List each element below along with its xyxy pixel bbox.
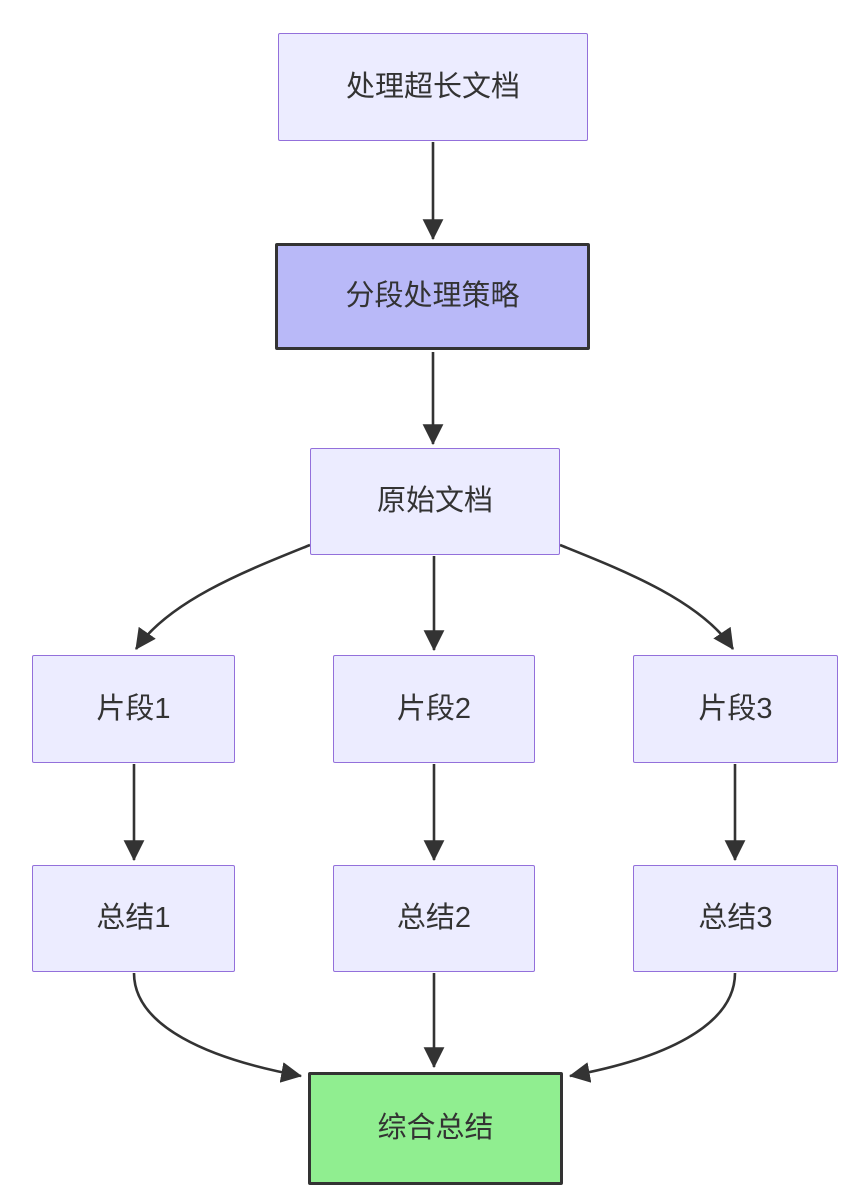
edge-original-seg1	[134, 543, 311, 650]
edge-sum1-final	[132, 972, 303, 1083]
node-long-document: 处理超长文档	[278, 33, 588, 141]
node-segment-3: 片段3	[633, 655, 838, 763]
node-summary-2: 总结2	[333, 865, 535, 972]
node-original-doc: 原始文档	[310, 448, 560, 555]
node-summary-3: 总结3	[633, 865, 838, 972]
node-summary-1: 总结1	[32, 865, 235, 972]
node-segment-1: 片段1	[32, 655, 235, 763]
node-final-summary: 综合总结	[308, 1072, 563, 1185]
edge-sum3-final	[568, 972, 737, 1083]
node-segment-strategy: 分段处理策略	[275, 243, 590, 350]
node-segment-2: 片段2	[333, 655, 535, 763]
edge-original-seg3	[559, 543, 735, 650]
